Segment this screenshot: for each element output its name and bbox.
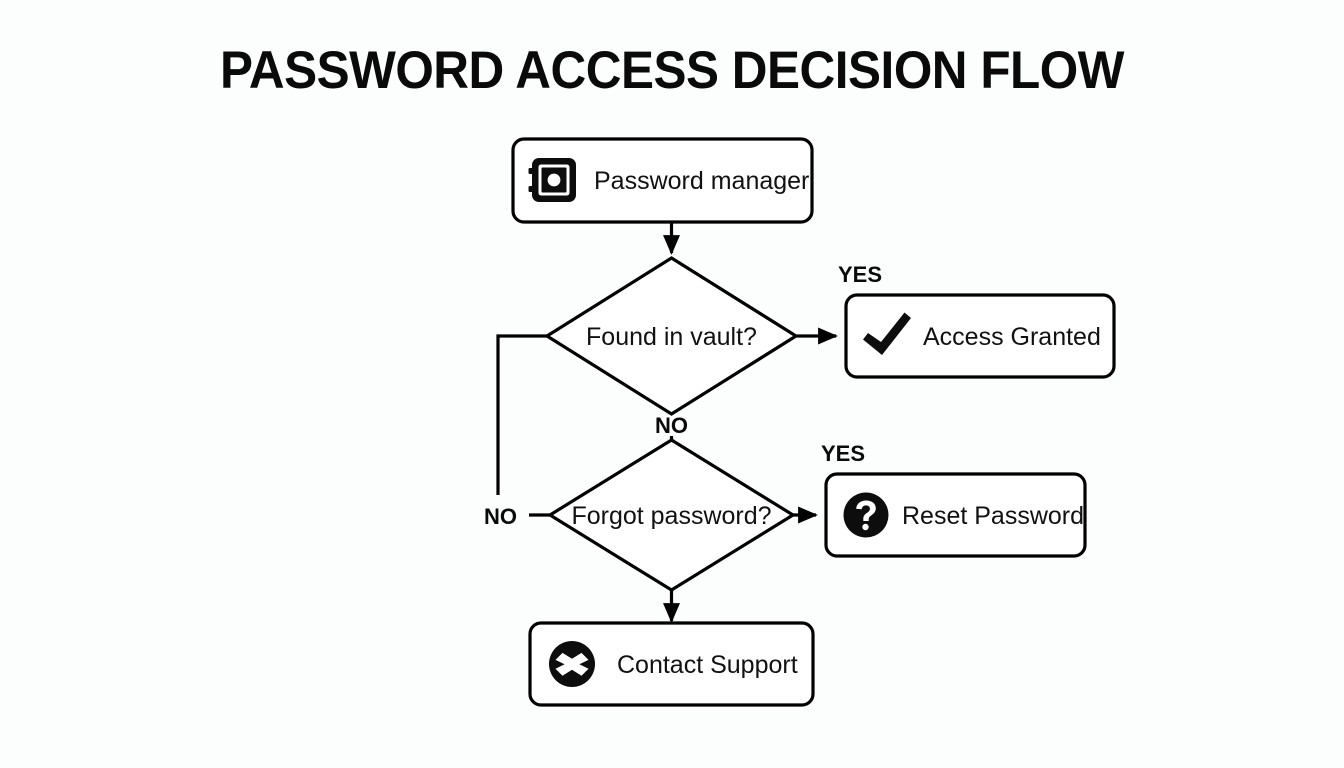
contact-support-box[interactable] [528, 621, 815, 707]
password-manager-label: Password manager [594, 167, 809, 195]
node-forgot-password[interactable]: Forgot password? [546, 438, 797, 592]
edge-label-yes-top: YES [838, 262, 882, 287]
edge-found-in-vault-no-left-path [496, 334, 547, 495]
node-contact-support[interactable]: Contact Support [528, 621, 815, 707]
vault-icon [528, 158, 576, 202]
node-found-in-vault[interactable]: Found in vault? [543, 256, 800, 416]
forgot-password-diamond[interactable] [546, 438, 797, 592]
node-password-manager[interactable]: Password manager [511, 137, 814, 224]
access-granted-label: Access Granted [923, 323, 1101, 351]
password-manager-box[interactable] [511, 137, 814, 224]
x-circle-icon [549, 641, 595, 687]
found-in-vault-label: Found in vault? [586, 323, 757, 351]
question-circle-icon [843, 492, 889, 538]
check-icon [863, 312, 911, 355]
access-granted-box[interactable] [844, 293, 1116, 379]
reset-password-label: Reset Password [902, 502, 1084, 530]
node-access-granted[interactable]: Access Granted [844, 293, 1116, 379]
found-in-vault-diamond[interactable] [543, 256, 800, 416]
forgot-password-label: Forgot password? [571, 502, 771, 530]
edge-label-yes-bottom: YES [821, 441, 865, 466]
edge-label-no-middle: NO [655, 413, 688, 438]
reset-password-box[interactable] [824, 472, 1087, 558]
node-reset-password[interactable]: Reset Password [824, 472, 1087, 558]
contact-support-label: Contact Support [617, 651, 798, 679]
page-title: PASSWORD ACCESS DECISION FLOW [220, 41, 1124, 100]
edge-label-no-left: NO [484, 504, 517, 529]
